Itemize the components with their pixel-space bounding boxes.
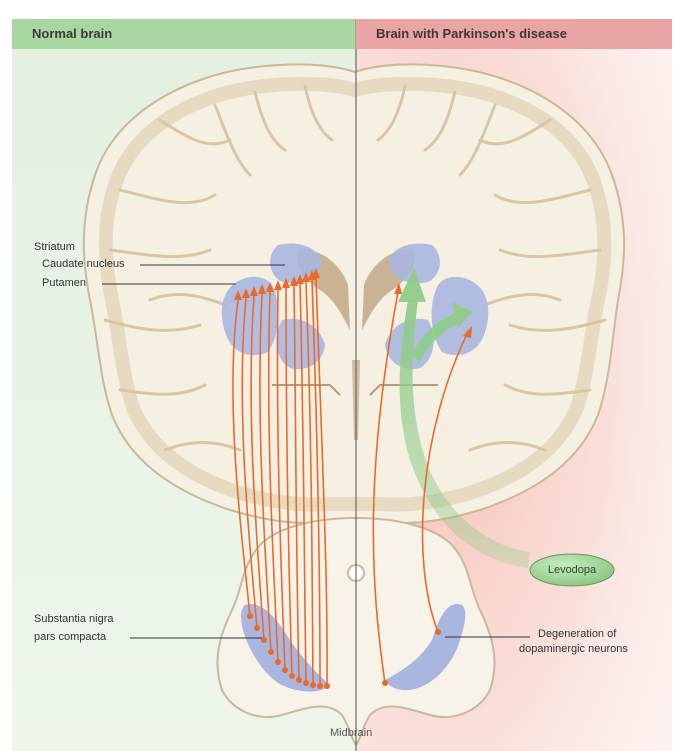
- levodopa-label: Levodopa: [530, 554, 614, 586]
- parkinsons-brain-header: Brain with Parkinson's disease: [356, 19, 672, 49]
- caudate-nucleus-label: Caudate nucleus: [42, 258, 125, 271]
- pars-compacta-label: pars compacta: [34, 631, 106, 644]
- substantia-nigra-label: Substantia nigra: [34, 613, 114, 626]
- putamen-label: Putamen: [42, 277, 86, 290]
- midbrain-label: Midbrain: [330, 727, 372, 740]
- degeneration-label: Degeneration of: [538, 628, 616, 641]
- striatum-label: Striatum: [34, 241, 75, 254]
- dopaminergic-neurons-label: dopaminergic neurons: [519, 643, 628, 656]
- normal-brain-header: Normal brain: [12, 19, 355, 49]
